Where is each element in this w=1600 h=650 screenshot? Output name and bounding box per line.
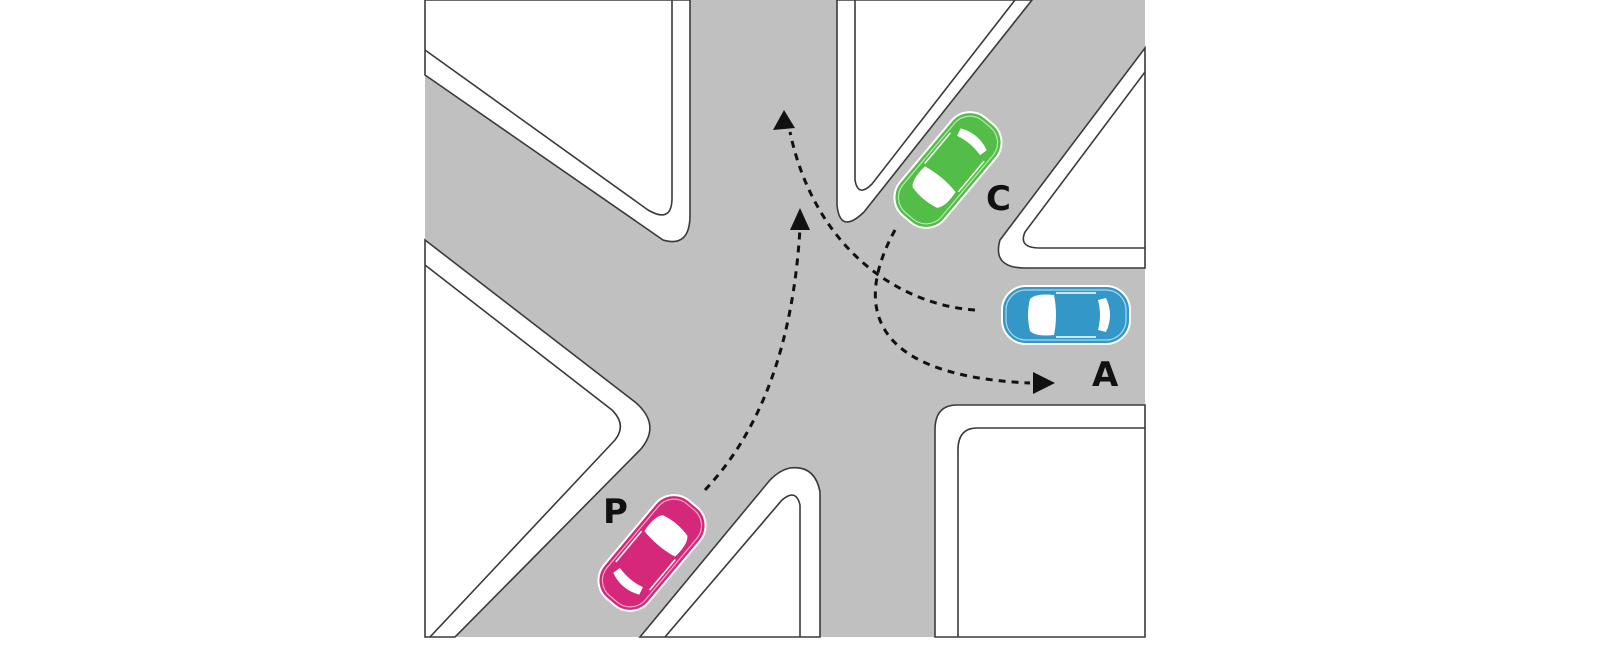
block-left	[424, 238, 651, 638]
block-right-upper	[997, 45, 1146, 269]
curb-bottom-middle	[664, 494, 801, 638]
curb-right-upper	[1022, 71, 1146, 249]
path-p	[703, 208, 810, 492]
path-a	[773, 110, 976, 312]
car-c	[893, 111, 1003, 229]
windshield	[644, 515, 688, 557]
label-a: A	[1092, 355, 1119, 395]
arrowhead-icon	[1033, 372, 1055, 394]
arrowhead-icon	[790, 208, 810, 230]
rear-window	[957, 128, 987, 156]
car-p	[597, 494, 707, 612]
curb-top-left	[424, 0, 673, 216]
rear-window	[1098, 298, 1110, 332]
block-bottom-middle	[638, 466, 821, 638]
car-a	[1001, 285, 1131, 345]
rear-window	[613, 567, 643, 595]
block-top-left	[424, 0, 691, 243]
curb-left	[424, 264, 622, 638]
windshield	[912, 166, 956, 208]
curb-top-middle	[854, 0, 1016, 191]
car-body	[1001, 285, 1131, 345]
path-c	[873, 229, 1055, 394]
label-c: C	[986, 179, 1011, 219]
windshield	[1028, 294, 1056, 336]
block-right-lower	[934, 404, 1146, 638]
label-p: P	[603, 492, 628, 532]
arrowhead-icon	[773, 110, 795, 130]
curb-right-lower	[957, 427, 1145, 637]
